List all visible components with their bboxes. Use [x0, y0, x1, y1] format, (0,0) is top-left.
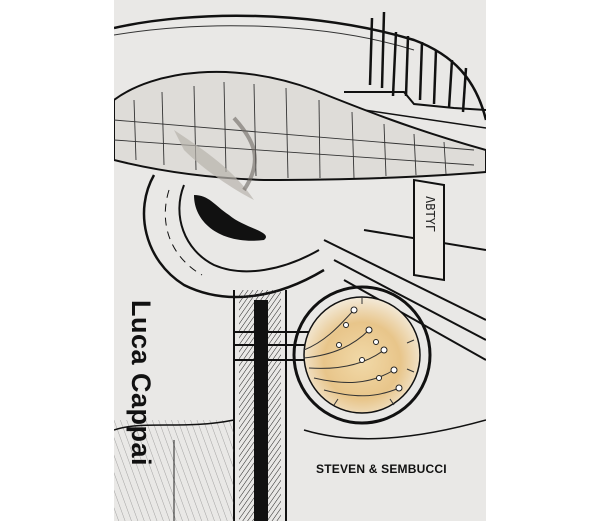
cover-artwork: ΛΒΤΥΓ — [114, 11, 486, 521]
publisher-name: STEVEN & SEMBUCCI — [316, 462, 447, 476]
svg-text:ΛΒΤΥΓ: ΛΒΤΥΓ — [423, 196, 437, 232]
book-cover: ΛΒΤΥΓ — [114, 0, 486, 521]
author-name: Luca Cappai — [126, 300, 156, 467]
